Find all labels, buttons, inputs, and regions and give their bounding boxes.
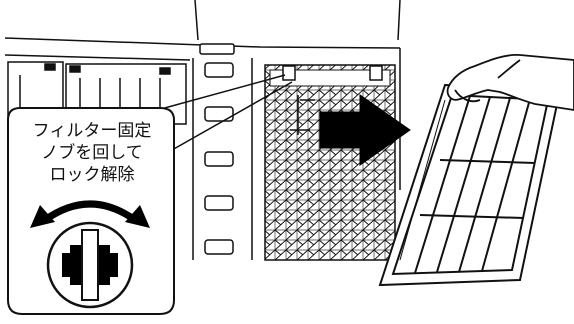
callout-text-line-1: フィルター固定 — [14, 121, 170, 141]
callout-text-line-2: ノブを回して — [14, 143, 170, 163]
center-column-slots — [200, 44, 234, 254]
inner-filter-mesh — [265, 65, 395, 260]
callout-text-line-3: ロック解除 — [14, 165, 170, 185]
filter-lock-knob-icon — [48, 223, 132, 307]
removed-filter-panel — [380, 85, 560, 285]
